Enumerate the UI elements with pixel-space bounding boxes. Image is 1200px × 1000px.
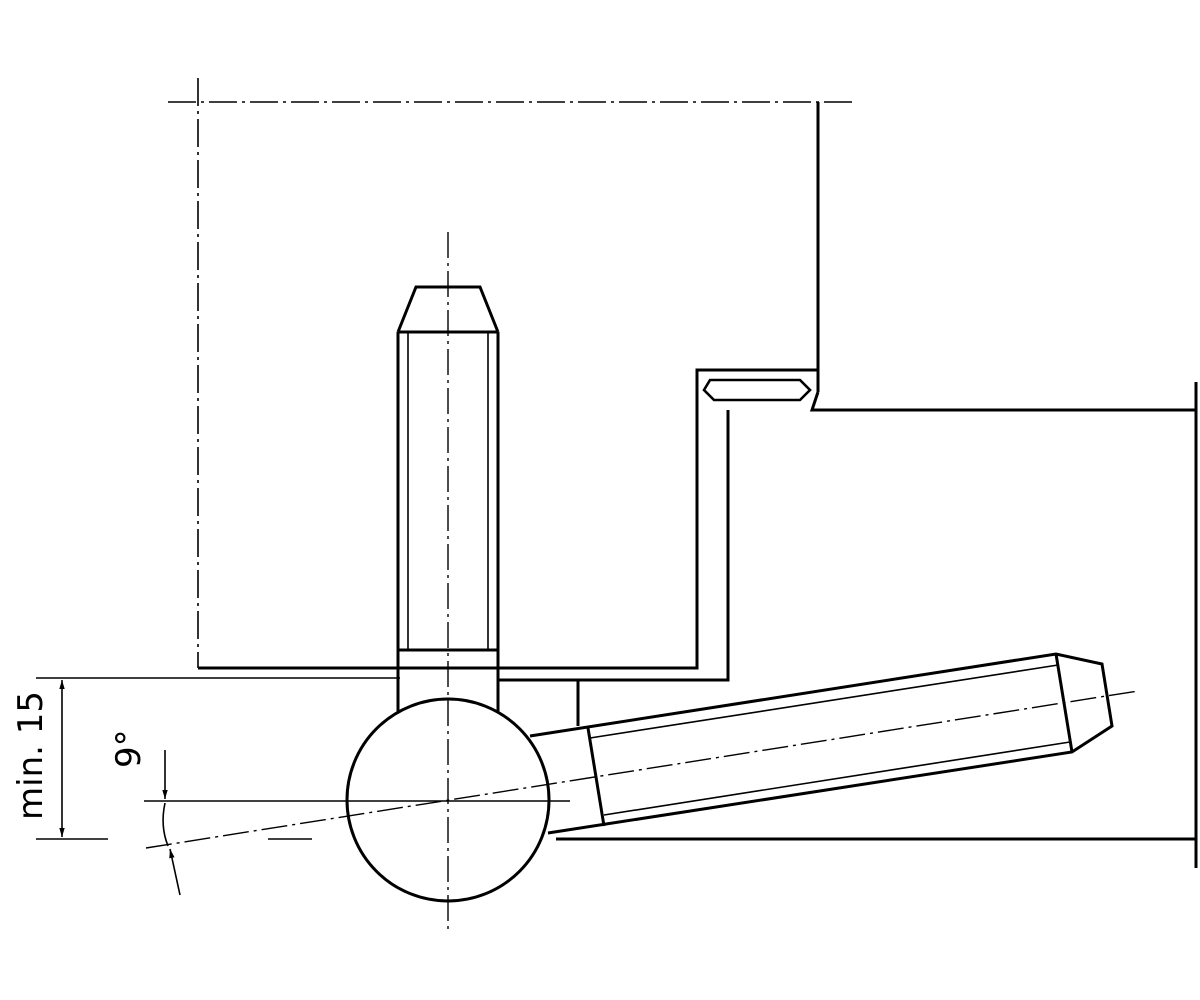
angled-pin-thread-top (589, 664, 1059, 739)
min-15-label: min. 15 (11, 691, 51, 820)
angled-pin-outline (529, 652, 1114, 835)
door-frame-outline (168, 78, 856, 668)
centerlines (145, 232, 1139, 930)
leaf-rebate-step (809, 391, 1196, 412)
angled-pin-centerline (145, 690, 1139, 849)
angle-arc (162, 802, 169, 847)
vertical-pin (396, 285, 500, 712)
frame-profile (498, 382, 1198, 868)
door-leaf (198, 102, 1196, 670)
dimension-min-15 (36, 677, 400, 840)
dimension-angle (162, 750, 181, 896)
angled-pin-collar-line (586, 727, 606, 827)
angled-pin-thread-bottom (603, 741, 1071, 816)
leaf-bottom-and-rebate (198, 368, 818, 670)
angled-pin (529, 652, 1114, 835)
angle-arrow-bottom (169, 848, 181, 896)
frame-inner-contour (498, 410, 730, 682)
seal-profile (702, 378, 812, 402)
angle-9-label: 9° (109, 729, 149, 768)
